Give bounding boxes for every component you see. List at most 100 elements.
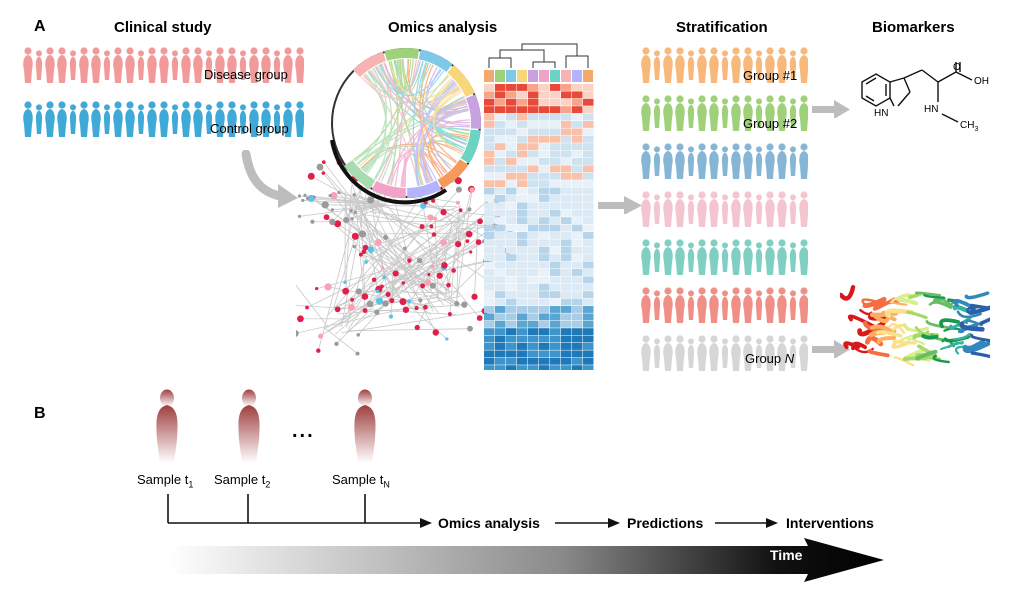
person-silhouette-icon: [283, 47, 293, 83]
person-silhouette-icon: [709, 47, 719, 83]
person-silhouette-icon: [697, 95, 707, 131]
person-silhouette-icon: [663, 143, 673, 179]
person-silhouette-icon: [181, 101, 191, 137]
person-silhouette-icon: [789, 338, 797, 368]
control-group-label: Control group: [210, 121, 289, 136]
person-silhouette-icon: [283, 101, 293, 137]
mol-hn-2: HN: [924, 104, 938, 115]
person-silhouette-icon: [799, 143, 808, 179]
strat-group-1-label: Group #1: [743, 68, 798, 83]
person-silhouette-icon: [709, 143, 719, 179]
person-silhouette-icon: [721, 50, 729, 80]
person-silhouette-icon: [731, 335, 741, 371]
person-silhouette-icon: [789, 50, 797, 80]
strat-group-n-label: Group N: [745, 351, 795, 366]
person-silhouette-icon: [789, 146, 797, 176]
person-silhouette-icon: [91, 47, 101, 83]
person-silhouette-icon: [159, 47, 169, 83]
chord-diagram: [330, 48, 481, 205]
person-silhouette-icon: [743, 143, 753, 179]
person-silhouette-icon: [57, 47, 67, 83]
person-silhouette-icon: [731, 95, 741, 131]
person-silhouette-icon: [69, 50, 77, 80]
person-silhouette-icon: [641, 191, 651, 227]
arrow-to-protein-icon: [812, 340, 850, 358]
person-silhouette-icon: [743, 335, 753, 371]
person-silhouette-icon: [641, 287, 651, 323]
person-silhouette-icon: [641, 47, 651, 83]
person-silhouette-icon: [789, 98, 797, 128]
person-silhouette-icon: [799, 95, 808, 131]
person-silhouette-icon: [663, 287, 673, 323]
person-silhouette-icon: [23, 47, 33, 83]
person-silhouette-icon: [799, 335, 808, 371]
person-silhouette-icon: [295, 47, 304, 83]
person-silhouette-icon: [663, 191, 673, 227]
person-silhouette-icon: [273, 104, 281, 134]
person-silhouette-icon: [789, 242, 797, 272]
person-silhouette-icon: [721, 290, 729, 320]
flow-omics-analysis: Omics analysis: [438, 515, 540, 531]
person-silhouette-icon: [171, 104, 179, 134]
person-silhouette-icon: [755, 242, 763, 272]
strat-group-2-crowd: [640, 92, 808, 132]
person-silhouette-icon: [57, 101, 67, 137]
person-silhouette-icon: [641, 143, 651, 179]
person-silhouette-icon: [709, 191, 719, 227]
person-silhouette-icon: [69, 104, 77, 134]
person-silhouette-icon: [697, 335, 707, 371]
person-silhouette-icon: [799, 287, 808, 323]
person-silhouette-icon: [721, 98, 729, 128]
person-silhouette-icon: [641, 95, 651, 131]
mol-o: O: [953, 62, 961, 73]
flow-predictions: Predictions: [627, 515, 704, 531]
person-silhouette-icon: [147, 101, 157, 137]
person-silhouette-icon: [687, 338, 695, 368]
curved-arrow-icon: [241, 150, 298, 208]
strat-group-n-crowd: [640, 332, 808, 372]
panel-b-letter: B: [34, 405, 46, 422]
person-silhouette-icon: [765, 143, 775, 179]
person-silhouette-icon: [755, 194, 763, 224]
person-silhouette-icon: [675, 335, 685, 371]
person-silhouette-icon: [103, 50, 111, 80]
person-silhouette-icon: [687, 98, 695, 128]
person-silhouette-icon: [295, 101, 304, 137]
person-silhouette-icon: [193, 47, 203, 83]
strat-group-6-crowd: [640, 284, 808, 324]
person-silhouette-icon: [653, 338, 661, 368]
person-silhouette-icon: [709, 287, 719, 323]
person-silhouette-icon: [653, 290, 661, 320]
arrow-to-stratification-icon: [598, 196, 642, 214]
person-silhouette-icon: [675, 143, 685, 179]
header-stratification: Stratification: [676, 19, 768, 36]
person-silhouette-icon: [777, 239, 787, 275]
sample-t1-label: Sample t1: [137, 472, 194, 490]
person-silhouette-icon: [721, 146, 729, 176]
person-silhouette-icon: [137, 104, 145, 134]
person-silhouette-icon: [653, 146, 661, 176]
person-silhouette-icon: [641, 335, 651, 371]
person-silhouette-icon: [113, 47, 123, 83]
person-silhouette-icon: [249, 47, 259, 83]
mol-ch3: CH3: [960, 120, 978, 133]
person-silhouette-icon: [721, 242, 729, 272]
person-silhouette-icon: [731, 47, 741, 83]
strat-group-2-label: Group #2: [743, 116, 798, 131]
person-silhouette-icon: [239, 50, 247, 80]
sample-tn-label: Sample tN: [332, 472, 390, 490]
person-silhouette-icon: [193, 101, 203, 137]
arrow-to-molecule-icon: [812, 100, 850, 118]
omics-visualization: [296, 43, 594, 370]
person-silhouette-icon: [755, 50, 763, 80]
person-silhouette-icon: [743, 47, 753, 83]
person-silhouette-icon: [91, 101, 101, 137]
person-silhouette-icon: [675, 287, 685, 323]
person-silhouette-icon: [687, 50, 695, 80]
strat-group-4-crowd: [640, 188, 808, 228]
person-silhouette-icon: [675, 47, 685, 83]
person-silhouette-icon: [799, 191, 808, 227]
person-silhouette-icon: [23, 101, 33, 137]
person-silhouette-icon: [697, 239, 707, 275]
person-figure-icon: [354, 389, 376, 463]
